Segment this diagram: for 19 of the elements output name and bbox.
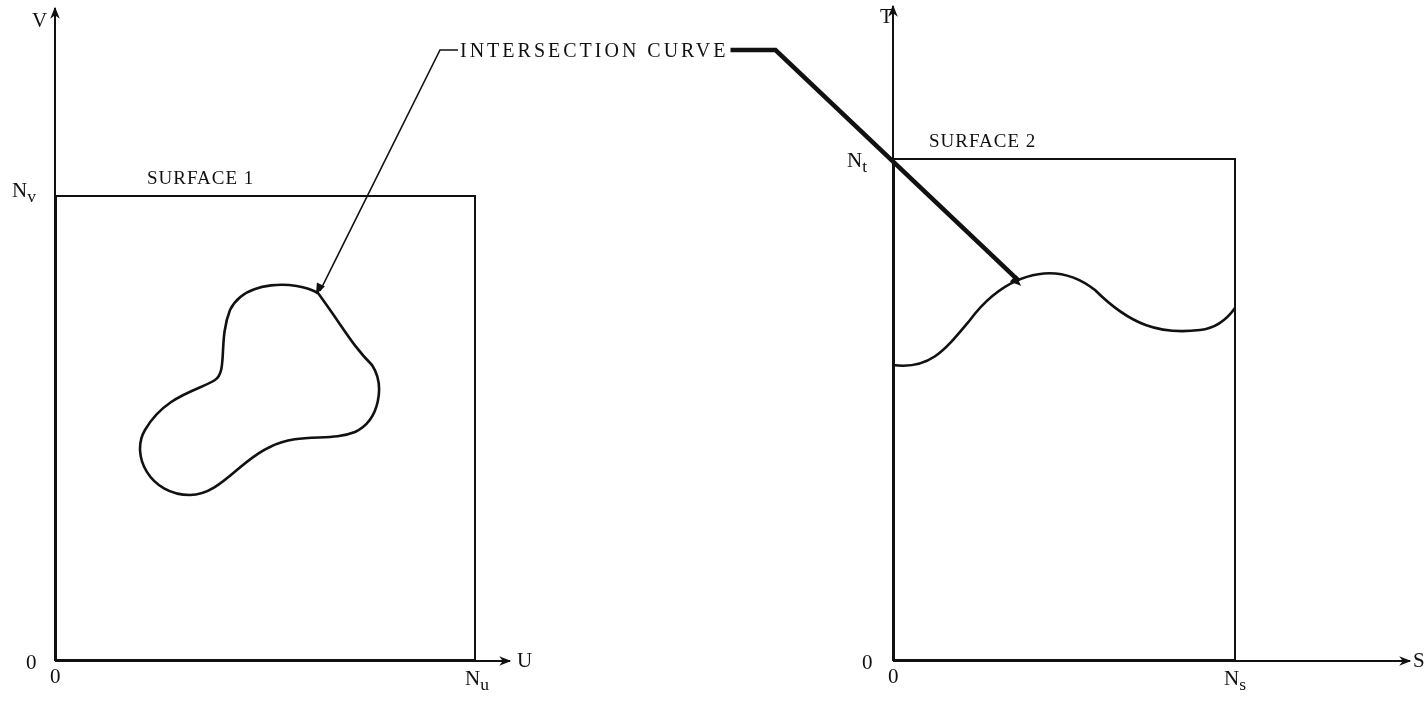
- axis-label: N$_{u}$: [465, 666, 489, 697]
- intersection-curve: [138, 283, 381, 497]
- surface-label: SURFACE 2: [929, 130, 1037, 152]
- leader-arrow: [315, 49, 459, 295]
- axis-label: 0: [50, 664, 61, 688]
- axis-label: V: [32, 8, 48, 32]
- axis-label: 0: [26, 650, 37, 674]
- axis-label: N$_{v}$: [12, 178, 36, 209]
- axis-label: 0: [862, 650, 873, 674]
- axis-label: N$_{s}$: [1224, 666, 1246, 697]
- axis-label: S: [1413, 648, 1425, 672]
- axis-label: U: [517, 648, 533, 672]
- axis-label: N$_{t}$: [847, 148, 868, 179]
- axis-label: 0: [888, 664, 899, 688]
- callout-label: INTERSECTION CURVE: [460, 38, 729, 62]
- axis-label: T: [880, 4, 893, 28]
- intersection-curve: [892, 272, 1237, 367]
- surface-label: SURFACE 1: [147, 167, 255, 189]
- leader-arrow: [730, 47, 1022, 286]
